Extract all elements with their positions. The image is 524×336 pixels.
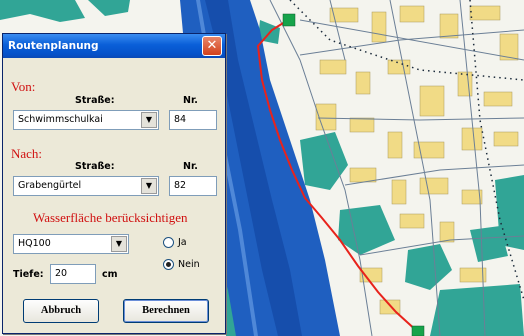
depth-unit: cm xyxy=(102,269,118,280)
nach-street-select[interactable]: Grabengürtel ▼ xyxy=(13,176,159,196)
route-planning-dialog: Routenplanung ✕ Von: Straße: Nr. Schwimm… xyxy=(2,33,226,334)
dialog-title: Routenplanung xyxy=(8,40,99,52)
dialog-titlebar[interactable]: Routenplanung xyxy=(3,34,225,58)
von-nr-input[interactable]: 84 xyxy=(169,110,217,130)
buildings xyxy=(315,5,519,315)
flood-select[interactable]: HQ100 ▼ xyxy=(13,234,129,254)
calculate-button[interactable]: Berechnen xyxy=(123,299,209,323)
radio-ja[interactable] xyxy=(163,237,174,248)
flood-value: HQ100 xyxy=(18,238,51,249)
start-marker xyxy=(282,13,296,27)
von-section-label: Von: xyxy=(11,79,36,94)
end-marker xyxy=(411,325,425,336)
nach-section-label: Nach: xyxy=(11,146,43,161)
chevron-down-icon[interactable]: ▼ xyxy=(111,236,127,252)
nach-street-label: Straße: xyxy=(75,161,115,172)
tram-line xyxy=(289,0,524,301)
streets xyxy=(269,0,524,336)
cancel-button[interactable]: Abbruch xyxy=(23,299,99,323)
von-street-select[interactable]: Schwimmschulkai ▼ xyxy=(13,110,159,130)
water-section-label: Wasserfläche berücksichtigen xyxy=(33,210,188,225)
radio-nein[interactable] xyxy=(163,259,174,270)
close-icon[interactable]: ✕ xyxy=(202,36,222,56)
depth-input[interactable]: 20 xyxy=(50,264,96,284)
nach-nr-label: Nr. xyxy=(183,161,198,172)
chevron-down-icon[interactable]: ▼ xyxy=(141,178,157,194)
von-street-label: Straße: xyxy=(75,95,115,106)
route-line xyxy=(256,19,419,333)
von-nr-label: Nr. xyxy=(183,95,198,106)
nach-nr-input[interactable]: 82 xyxy=(169,176,217,196)
nach-street-value: Grabengürtel xyxy=(18,180,82,191)
chevron-down-icon[interactable]: ▼ xyxy=(141,112,157,128)
depth-label: Tiefe: xyxy=(13,269,44,280)
von-street-value: Schwimmschulkai xyxy=(18,114,103,125)
radio-ja-label: Ja xyxy=(178,237,187,248)
radio-nein-label: Nein xyxy=(178,259,200,270)
